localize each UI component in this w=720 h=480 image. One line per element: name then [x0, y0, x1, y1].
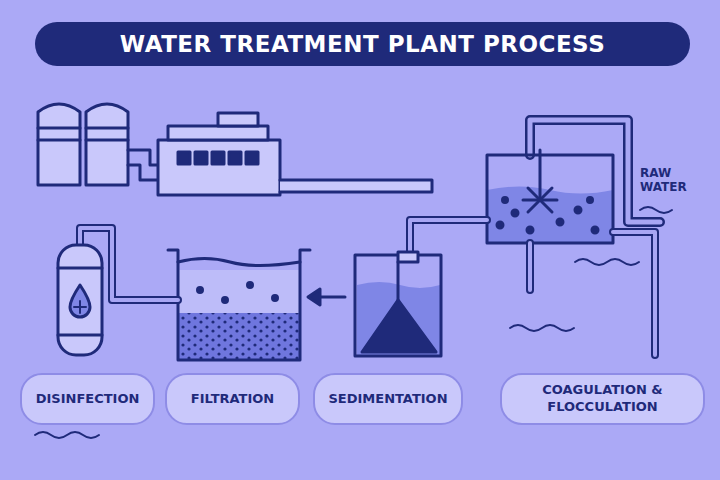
silos	[38, 104, 128, 185]
stage-label: FILTRATION	[165, 373, 300, 425]
stage-name: COAGULATION & FLOCCULATION	[528, 382, 678, 416]
stage-label: COAGULATION & FLOCCULATION	[500, 373, 705, 425]
stage-name: DISINFECTION	[36, 391, 140, 408]
stage-name: FILTRATION	[191, 391, 274, 408]
plant-building	[158, 113, 280, 195]
stage-label: SEDIMENTATION	[313, 373, 463, 425]
title-banner: WATER TREATMENT PLANT PROCESS	[35, 22, 690, 66]
flow-label: RAW WATER	[640, 166, 696, 195]
stage-label: DISINFECTION	[20, 373, 155, 425]
stage-name: SEDIMENTATION	[328, 391, 447, 408]
sedimentation-tank	[355, 252, 441, 356]
coagulation-tank	[487, 150, 613, 243]
disinfection-cylinder	[58, 245, 102, 355]
title: WATER TREATMENT PLANT PROCESS	[120, 31, 605, 57]
filtration-tank	[168, 250, 310, 360]
